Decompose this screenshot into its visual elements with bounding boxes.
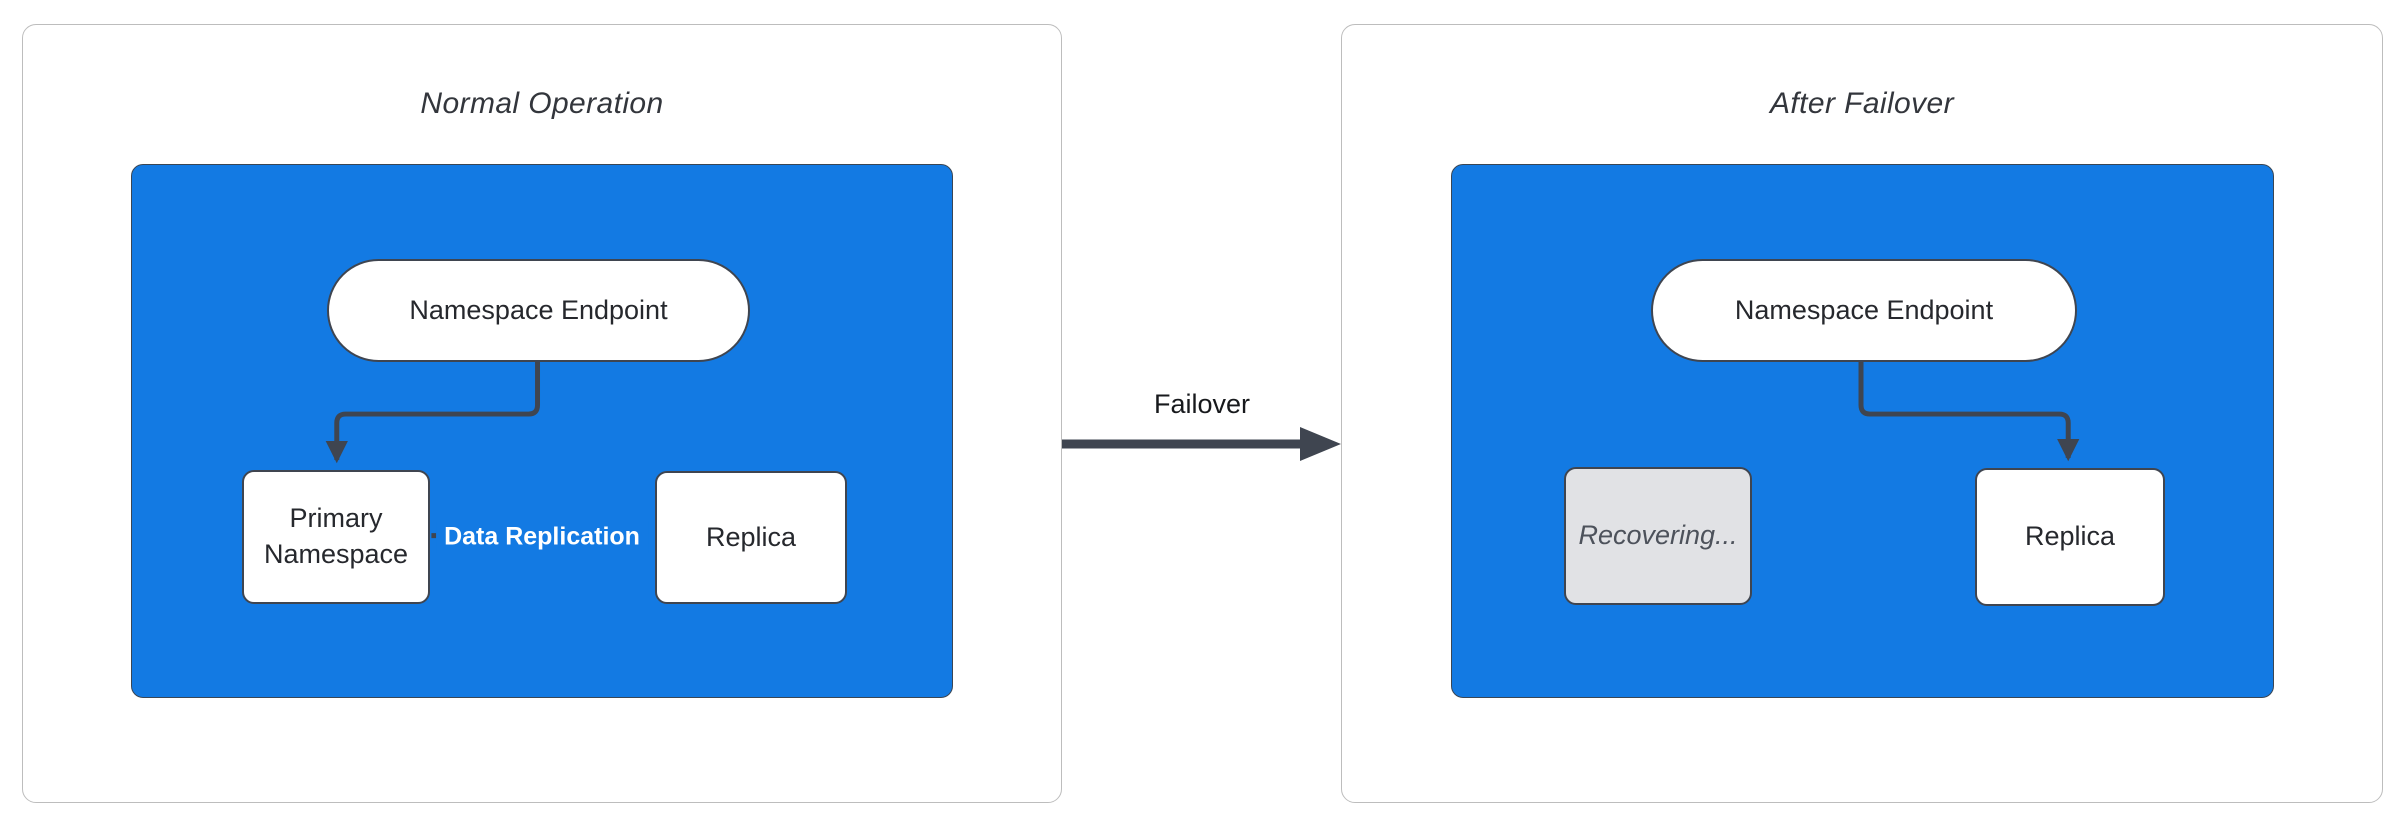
namespace-endpoint-label-right: Namespace Endpoint — [1734, 294, 1994, 325]
failover-transition: Failover — [1050, 385, 1354, 495]
panel-title-normal-operation: Normal Operation — [420, 87, 664, 120]
recovering-node: Recovering... — [1564, 467, 1752, 605]
namespace-endpoint-label: Namespace Endpoint — [409, 294, 668, 325]
failover-label: Failover — [1153, 389, 1251, 419]
failover-arrow — [1062, 427, 1341, 461]
panel-title-after-failover: After Failover — [1770, 87, 1954, 120]
namespace-container-box: Namespace Endpoint Primary Namespace Rep… — [131, 164, 953, 698]
replica-label-left: Replica — [705, 521, 797, 552]
data-replication-label: Data Replication — [436, 520, 648, 554]
endpoint-to-primary-connector — [325, 361, 541, 464]
replica-label-right: Replica — [2024, 521, 2116, 552]
recovering-label: Recovering... — [1578, 520, 1738, 551]
namespace-endpoint-node: Namespace Endpoint — [327, 259, 750, 362]
endpoint-to-replica-connector — [1858, 361, 2080, 462]
namespace-container-box-right: Namespace Endpoint Recovering... Replica — [1451, 164, 2274, 698]
data-replication-arrow — [431, 524, 645, 547]
normal-operation-panel: Normal Operation Namespace Endpoint P — [22, 24, 1062, 803]
primary-namespace-node: Primary Namespace — [242, 470, 430, 604]
replica-node-right: Replica — [1975, 468, 2165, 606]
after-failover-panel: After Failover Namespace Endpoint Recove… — [1341, 24, 2383, 803]
primary-namespace-label: Primary Namespace — [263, 503, 409, 569]
namespace-endpoint-node-right: Namespace Endpoint — [1651, 259, 2077, 362]
replica-node-left: Replica — [655, 471, 847, 604]
